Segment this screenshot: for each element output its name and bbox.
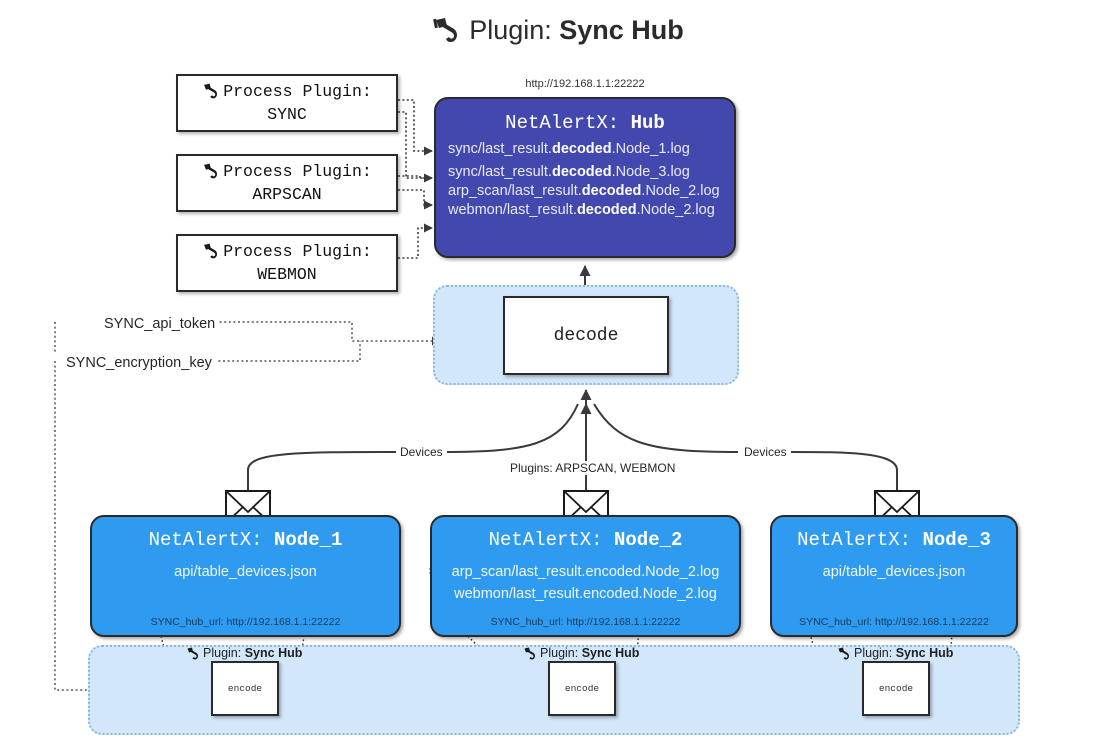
hub-log-mid: decoded	[551, 141, 612, 157]
node-title: NetAlertX: Node_1	[92, 529, 399, 551]
decode-box[interactable]: decode	[503, 296, 669, 375]
env-var-encryption-key: SYNC_encryption_key	[62, 355, 216, 371]
process-plugin-text: Process Plugin:	[223, 162, 372, 181]
plug-icon	[186, 647, 201, 663]
encode-box-node-2[interactable]: encode	[548, 661, 616, 716]
process-plugin-sync[interactable]: Process Plugin: SYNC	[176, 74, 398, 132]
hub-log-post: .Node_1.log	[611, 141, 690, 157]
plugin-label-name: Sync Hub	[244, 646, 303, 660]
hub-log-mid: decoded	[576, 202, 637, 218]
plugin-label-node-3: Plugin: Sync Hub	[837, 646, 953, 663]
plugin-label-prefix: Plugin:	[854, 646, 893, 660]
node-footer: SYNC_hub_url: http://192.168.1.1:22222	[799, 616, 989, 628]
env-var-api-token: SYNC_api_token	[100, 316, 220, 332]
node-footer: SYNC_hub_url: http://192.168.1.1:22222	[490, 616, 681, 628]
plugin-to-hub-connectors	[398, 99, 433, 259]
plug-icon	[202, 83, 221, 104]
node-title-name: Node_2	[614, 529, 683, 551]
hub-log-post: .Node_2.log	[636, 202, 715, 218]
node-2[interactable]: NetAlertX: Node_2 arp_scan/last_result.e…	[430, 515, 741, 637]
flow-label-devices-left: Devices	[396, 445, 447, 459]
hub-log-pre: sync/last_result.	[448, 164, 552, 180]
hub-node[interactable]: NetAlertX: Hub sync/last_result.decoded.…	[434, 97, 736, 258]
plugin-label-node-2: Plugin: Sync Hub	[523, 646, 639, 663]
node-title-name: Node_1	[274, 529, 343, 551]
encode-box-node-1[interactable]: encode	[211, 661, 279, 716]
page-title: Plugin: Sync Hub	[0, 15, 1117, 50]
hub-title-name: Hub	[630, 112, 665, 134]
hub-log-pre: webmon/last_result.	[448, 202, 577, 218]
hub-title: NetAlertX: Hub	[436, 112, 734, 134]
process-plugin-arpscan[interactable]: Process Plugin: ARPSCAN	[176, 154, 398, 212]
flow-label-plugins: Plugins: ARPSCAN, WEBMON	[506, 461, 680, 475]
process-plugin-name: SYNC	[267, 105, 307, 124]
hub-log-pre: arp_scan/last_result.	[448, 183, 582, 199]
plug-icon	[523, 647, 538, 663]
node-title: NetAlertX: Node_2	[432, 529, 739, 551]
plug-icon	[837, 647, 852, 663]
process-plugin-label: Process Plugin:	[178, 162, 396, 184]
flow-label-devices-right: Devices	[740, 445, 791, 459]
node-footer: SYNC_hub_url: http://192.168.1.1:22222	[150, 616, 341, 628]
encode-box-node-3[interactable]: encode	[862, 661, 930, 716]
hub-log-mid: decoded	[581, 183, 642, 199]
hub-log-line: webmon/last_result.decoded.Node_2.log	[436, 202, 734, 218]
process-plugin-name: ARPSCAN	[252, 185, 322, 204]
hub-log-line: sync/last_result.decoded.Node_3.log	[436, 164, 734, 180]
plug-icon	[202, 163, 221, 184]
plug-icon	[433, 17, 463, 50]
node-title-prefix: NetAlertX:	[148, 529, 263, 551]
plugin-label-name: Sync Hub	[895, 646, 954, 660]
node-3[interactable]: NetAlertX: Node_3 api/table_devices.json…	[770, 515, 1018, 637]
plugin-label-prefix: Plugin:	[203, 646, 242, 660]
plugin-label-node-1: Plugin: Sync Hub	[186, 646, 302, 663]
node-to-decode-flows	[247, 389, 898, 498]
node-path-line: webmon/last_result.encoded.Node_2.log	[454, 586, 717, 602]
hub-log-pre: sync/last_result.	[448, 141, 552, 157]
hub-log-line: sync/last_result.decoded.Node_1.log	[436, 141, 734, 157]
process-plugin-label: Process Plugin:	[178, 82, 396, 104]
hub-url-label: http://192.168.1.1:22222	[525, 78, 645, 90]
process-plugin-text: Process Plugin:	[223, 82, 372, 101]
plugin-label-name: Sync Hub	[581, 646, 640, 660]
page-title-name: Sync Hub	[559, 15, 684, 45]
node-title-prefix: NetAlertX:	[797, 529, 912, 551]
hub-log-post: .Node_2.log	[641, 183, 720, 199]
node-title: NetAlertX: Node_3	[772, 529, 1016, 551]
node-1[interactable]: NetAlertX: Node_1 api/table_devices.json…	[90, 515, 401, 637]
node-path-line: api/table_devices.json	[174, 564, 317, 580]
hub-log-post: .Node_3.log	[611, 164, 690, 180]
node-path-line: api/table_devices.json	[822, 564, 966, 580]
process-plugin-text: Process Plugin:	[223, 242, 372, 261]
plugin-label-prefix: Plugin:	[540, 646, 579, 660]
node-title-name: Node_3	[922, 529, 991, 551]
page-title-prefix: Plugin:	[469, 15, 552, 45]
hub-title-prefix: NetAlertX:	[505, 112, 620, 134]
process-plugin-name: WEBMON	[257, 265, 317, 284]
process-plugin-label: Process Plugin:	[178, 242, 396, 264]
node-title-prefix: NetAlertX:	[488, 529, 603, 551]
hub-log-line: arp_scan/last_result.decoded.Node_2.log	[436, 183, 734, 199]
hub-log-mid: decoded	[551, 164, 612, 180]
plug-icon	[202, 243, 221, 264]
process-plugin-webmon[interactable]: Process Plugin: WEBMON	[176, 234, 398, 292]
node-path-line: arp_scan/last_result.encoded.Node_2.log	[451, 564, 720, 580]
